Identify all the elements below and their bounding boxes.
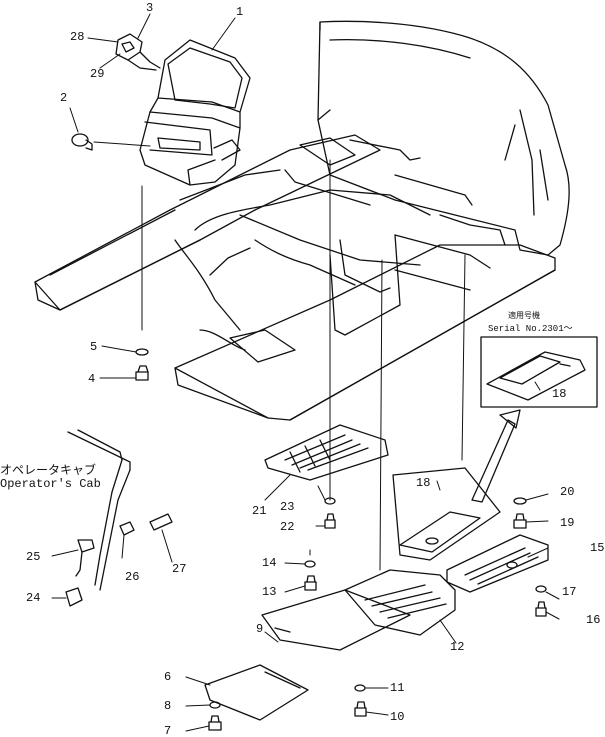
grille-21 [264, 424, 389, 481]
bolt-19 [513, 497, 527, 529]
lever-bracket [115, 33, 161, 71]
callout-22: 22 [280, 520, 295, 534]
callout-19: 19 [560, 516, 575, 530]
callout-9: 9 [256, 622, 264, 636]
callout-18-inset: 18 [552, 387, 567, 401]
callout-12: 12 [450, 640, 465, 654]
callout-5: 5 [90, 340, 98, 354]
callout-10: 10 [390, 710, 405, 724]
callout-21: 21 [252, 504, 267, 518]
cab-note-en: Operator's Cab [0, 477, 101, 491]
callout-4: 4 [88, 372, 96, 386]
callout-6: 6 [164, 670, 172, 684]
callout-8: 8 [164, 699, 172, 713]
plate-6 [204, 664, 309, 721]
callout-1: 1 [236, 5, 244, 19]
inset-serial: Serial No.2301～ [488, 324, 573, 334]
plate-9 [261, 589, 411, 651]
callout-27: 27 [172, 562, 187, 576]
inset-heading: 適用号機 [508, 312, 540, 321]
bolt-4 [135, 348, 149, 381]
bolt-10 [354, 684, 367, 717]
callout-17: 17 [562, 585, 577, 599]
bolt-7 [208, 701, 222, 731]
knob-part-2 [71, 133, 93, 151]
bolt-13 [304, 560, 317, 591]
grille-12 [344, 569, 456, 636]
callout-3: 3 [146, 1, 154, 15]
callout-23: 23 [280, 500, 295, 514]
callout-18: 18 [416, 476, 431, 490]
bolt-22 [324, 497, 336, 529]
callout-2: 2 [60, 91, 68, 105]
cab-note-jp: オペレータキャブ [0, 464, 97, 478]
callout-26: 26 [125, 570, 140, 584]
operator-cab-corner [67, 429, 131, 591]
callout-7: 7 [164, 724, 172, 737]
arrow-to-inset [471, 409, 521, 503]
inset-serial-box [480, 336, 598, 408]
grille-15 [446, 534, 549, 593]
callout-13: 13 [262, 585, 277, 599]
callout-28: 28 [70, 30, 85, 44]
callout-24: 24 [26, 591, 41, 605]
callout-11: 11 [390, 681, 405, 695]
console-box [139, 39, 251, 186]
callout-14: 14 [262, 556, 277, 570]
callout-15: 15 [590, 541, 605, 555]
leader-lines [51, 13, 560, 732]
left-deck [34, 134, 381, 311]
center-frame [174, 137, 506, 351]
right-deck [174, 244, 556, 421]
callout-25: 25 [26, 550, 41, 564]
callout-29: 29 [90, 67, 105, 81]
handle-parts [65, 513, 173, 607]
callout-20: 20 [560, 485, 575, 499]
cab-wall-panel [317, 20, 570, 256]
plate-18 [392, 467, 501, 561]
callout-16: 16 [586, 613, 601, 627]
bolt-16 [535, 585, 547, 617]
